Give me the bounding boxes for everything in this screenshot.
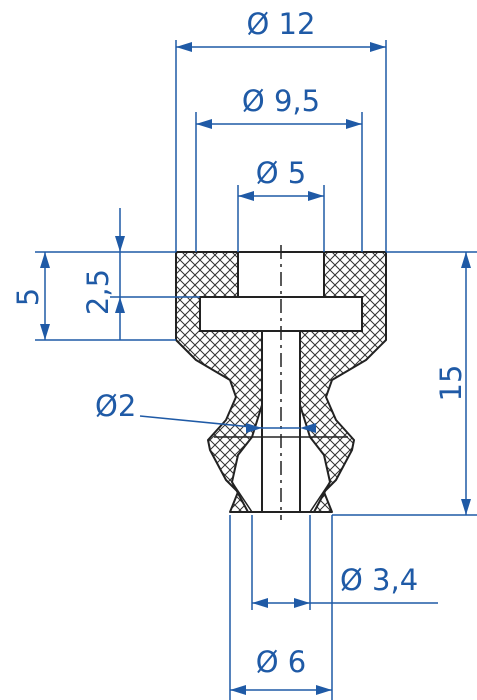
dim-label-d9-5: Ø 9,5 — [242, 84, 320, 118]
dim-label-d5: Ø 5 — [256, 156, 307, 190]
dimension-lines — [35, 40, 477, 700]
dimension-arrows — [40, 42, 471, 695]
dimension-labels: Ø 12 Ø 9,5 Ø 5 Ø2 Ø 3,4 Ø 6 5 2,5 15 — [11, 7, 468, 679]
dim-label-d6: Ø 6 — [256, 645, 307, 679]
part-section — [175, 245, 387, 520]
dim-label-d12: Ø 12 — [247, 7, 316, 41]
dim-label-h15: 15 — [434, 365, 468, 402]
dim-label-h5: 5 — [11, 288, 45, 306]
dim-label-d2: Ø2 — [95, 389, 136, 423]
dim-label-h2-5: 2,5 — [81, 269, 115, 315]
dim-label-d3-4: Ø 3,4 — [340, 563, 418, 597]
